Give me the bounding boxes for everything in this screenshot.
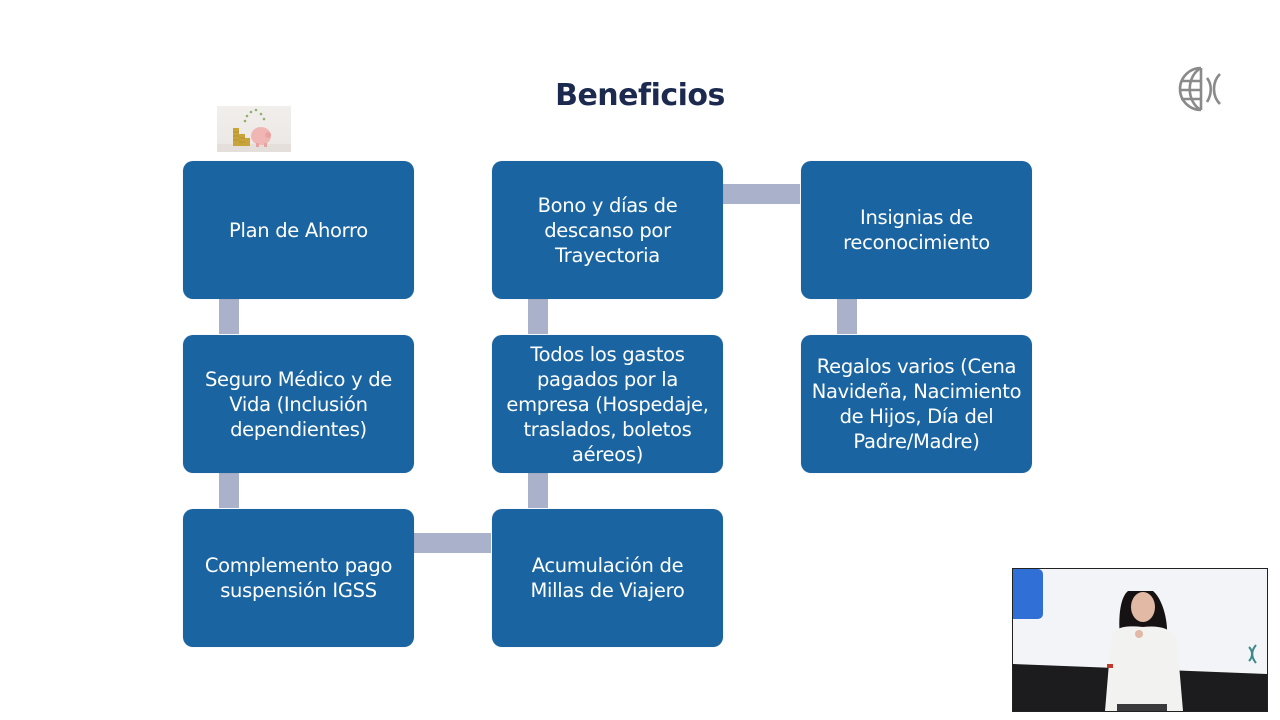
benefit-label: Acumulación de Millas de Viajero bbox=[530, 554, 685, 602]
benefit-plan-ahorro: Plan de Ahorro bbox=[183, 161, 414, 299]
presenter-video-overlay[interactable] bbox=[1012, 568, 1268, 712]
presenter-camera-feed bbox=[1013, 569, 1267, 711]
benefit-label: Complemento pago suspensión IGSS bbox=[204, 554, 393, 602]
connector bbox=[723, 184, 800, 204]
connector bbox=[528, 472, 548, 508]
benefit-label: Plan de Ahorro bbox=[229, 218, 368, 242]
benefit-label: Seguro Médico y de Vida (Inclusión depen… bbox=[204, 367, 392, 441]
benefit-label: Bono y días de descanso por Trayectoria bbox=[537, 193, 678, 267]
connector bbox=[528, 298, 548, 334]
connector bbox=[837, 298, 857, 334]
globe-logo-icon bbox=[1178, 66, 1221, 112]
benefit-gastos-pagados: Todos los gastos pagados por la empresa … bbox=[492, 335, 723, 473]
benefit-label: Insignias de reconocimiento bbox=[843, 206, 990, 254]
benefit-regalos: Regalos varios (Cena Navideña, Nacimient… bbox=[801, 335, 1032, 473]
benefit-complemento-igss: Complemento pago suspensión IGSS bbox=[183, 509, 414, 647]
slide-title: Beneficios bbox=[555, 78, 725, 113]
benefit-label: Regalos varios (Cena Navideña, Nacimient… bbox=[811, 355, 1022, 453]
connector bbox=[414, 533, 491, 553]
benefit-bono-trayectoria: Bono y días de descanso por Trayectoria bbox=[492, 161, 723, 299]
benefit-insignias: Insignias de reconocimiento bbox=[801, 161, 1032, 299]
connector bbox=[219, 298, 239, 334]
benefit-millas-viajero: Acumulación de Millas de Viajero bbox=[492, 509, 723, 647]
connector bbox=[219, 472, 239, 508]
benefit-seguro-medico: Seguro Médico y de Vida (Inclusión depen… bbox=[183, 335, 414, 473]
benefit-label: Todos los gastos pagados por la empresa … bbox=[506, 342, 709, 466]
piggy-bank-image bbox=[217, 106, 291, 152]
